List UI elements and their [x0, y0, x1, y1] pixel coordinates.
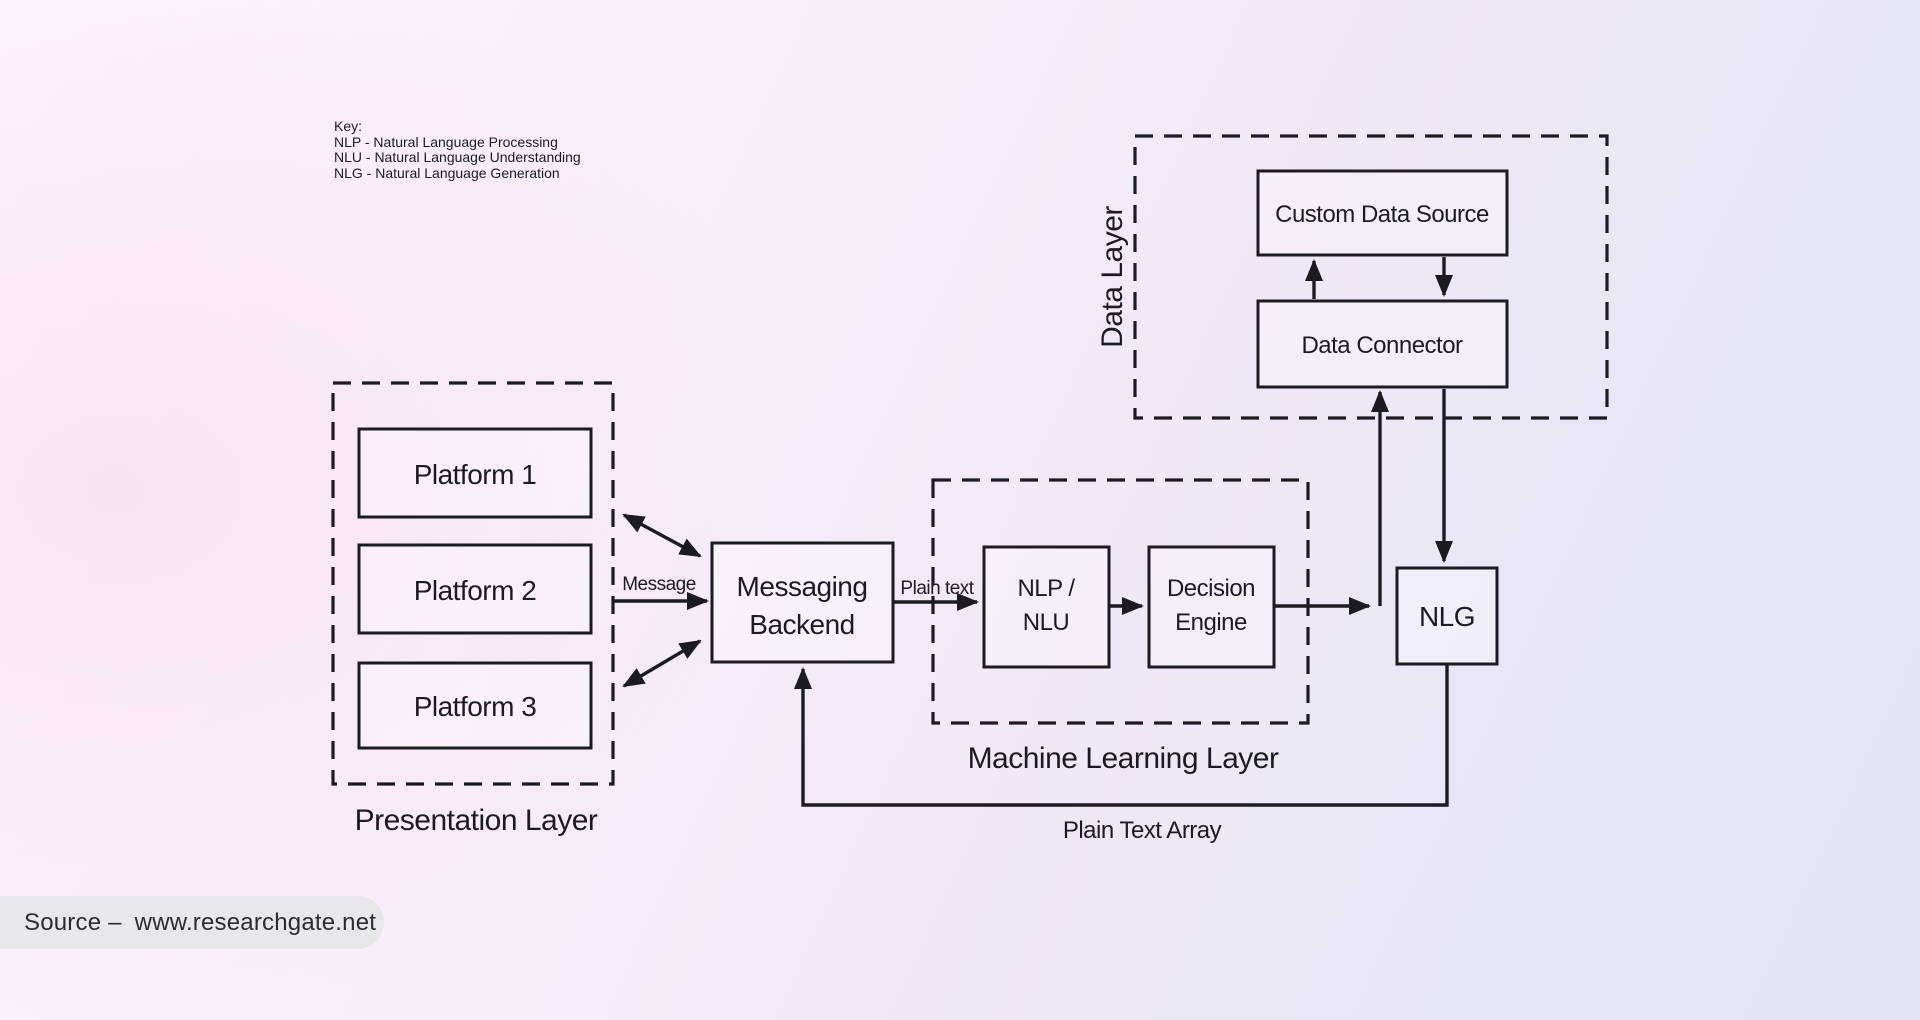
machine-learning-layer-box — [931, 478, 1310, 725]
machine-learning-layer-label: Machine Learning Layer — [968, 742, 1279, 775]
source-attribution: Source – www.researchgate.net — [0, 896, 384, 949]
nlp-nlu-box — [982, 545, 1111, 669]
message-edge-label: Message — [622, 574, 696, 595]
platform1-box — [357, 427, 593, 519]
key-entry-nlg: NLG - Natural Language Generation — [334, 164, 560, 181]
decision-engine-box — [1147, 545, 1276, 669]
decision-engine-label-line1: Decision — [1167, 575, 1255, 602]
data-connector-label: Data Connector — [1301, 332, 1463, 359]
platform3-box — [357, 661, 593, 750]
nlg-label: NLG — [1419, 601, 1475, 632]
presentation-layer-box — [331, 381, 615, 786]
nlp-nlu-label-line2: NLU — [1023, 609, 1070, 636]
plain-text-edge-label: Plain text — [900, 578, 974, 599]
plain-text-array-edge-label: Plain Text Array — [1063, 817, 1222, 844]
arrow-nlg-feedback-messaging — [794, 664, 1449, 807]
presentation-layer-label: Presentation Layer — [355, 804, 598, 837]
key-title: Key: — [334, 118, 363, 134]
source-prefix: Source – — [24, 908, 122, 936]
key-entry-nlp: NLP - Natural Language Processing — [334, 133, 558, 150]
messaging-backend-label-line1: Messaging — [737, 571, 868, 602]
arrow-platform3-messaging — [622, 639, 702, 688]
messaging-backend-box — [710, 541, 895, 664]
platform1-label: Platform 1 — [414, 459, 537, 490]
platform2-box — [357, 543, 593, 635]
messaging-backend-label-line2: Backend — [749, 609, 854, 640]
key-legend: Key: NLP - Natural Language Processing N… — [334, 118, 581, 181]
platform3-label: Platform 3 — [414, 691, 537, 722]
decision-engine-label-line2: Engine — [1175, 609, 1247, 636]
custom-data-source-box — [1256, 169, 1509, 257]
data-layer-label: Data Layer — [1096, 206, 1129, 348]
nlg-box — [1395, 566, 1499, 666]
data-connector-box — [1256, 299, 1509, 389]
nlp-nlu-label-line1: NLP / — [1017, 575, 1075, 602]
data-layer-box — [1133, 134, 1609, 420]
key-entry-nlu: NLU - Natural Language Understanding — [334, 149, 581, 166]
custom-data-source-label: Custom Data Source — [1275, 201, 1489, 228]
arrow-platform1-messaging — [622, 513, 702, 558]
platform2-label: Platform 2 — [414, 575, 537, 606]
source-url: www.researchgate.net — [134, 908, 377, 936]
